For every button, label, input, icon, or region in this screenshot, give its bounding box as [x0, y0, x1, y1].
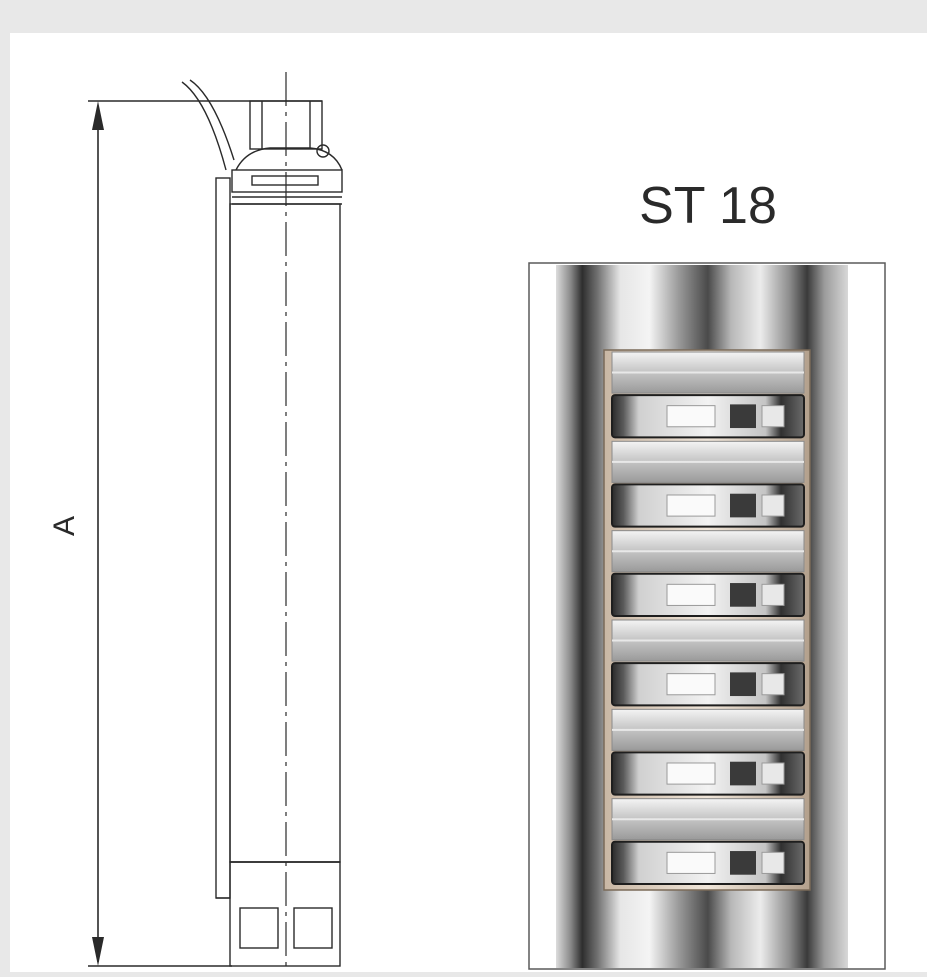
stage-impeller-vane-dark — [730, 404, 756, 429]
stages-stack — [611, 351, 805, 886]
stage-impeller-vane-dark — [730, 493, 756, 518]
discharge-bolt — [316, 144, 330, 158]
cable-outer — [181, 81, 227, 171]
dimension-label: A — [48, 516, 81, 536]
stage-impeller-vane-dark — [730, 761, 756, 786]
stage-impeller-vane-dark — [730, 583, 756, 607]
top-cap — [231, 169, 343, 193]
stage-impeller-vane-dark — [730, 672, 756, 697]
dimension-arrow-top — [92, 101, 104, 130]
stage-impeller-vane-left — [666, 851, 716, 874]
stage-impeller-vane-right — [761, 673, 785, 696]
dimension-arrow-bottom — [92, 937, 104, 966]
stage-impeller-vane-left — [666, 405, 716, 428]
stage-impeller-vane-right — [761, 762, 785, 785]
cable-inner — [189, 79, 235, 161]
stage-impeller-vane-dark — [730, 851, 756, 875]
stage-impeller-vane-right — [761, 851, 785, 874]
pump-photo — [528, 262, 886, 970]
stage-impeller-vane-left — [666, 762, 716, 785]
top-cap-slot — [251, 175, 319, 186]
stage-impeller-vane-left — [666, 673, 716, 696]
pump-technical-drawing: A — [48, 72, 343, 967]
suction-window-right — [293, 907, 333, 949]
suction-window-left — [239, 907, 279, 949]
stage-impeller-vane-right — [761, 405, 785, 428]
stage-impeller-vane-right — [761, 583, 785, 606]
stage-impeller-vane-right — [761, 494, 785, 517]
model-label: ST 18 — [639, 177, 777, 235]
top-cap-dome — [235, 147, 343, 171]
stage-impeller-vane-left — [666, 583, 716, 606]
suction-section — [229, 861, 341, 967]
stage-impeller-vane-left — [666, 494, 716, 517]
